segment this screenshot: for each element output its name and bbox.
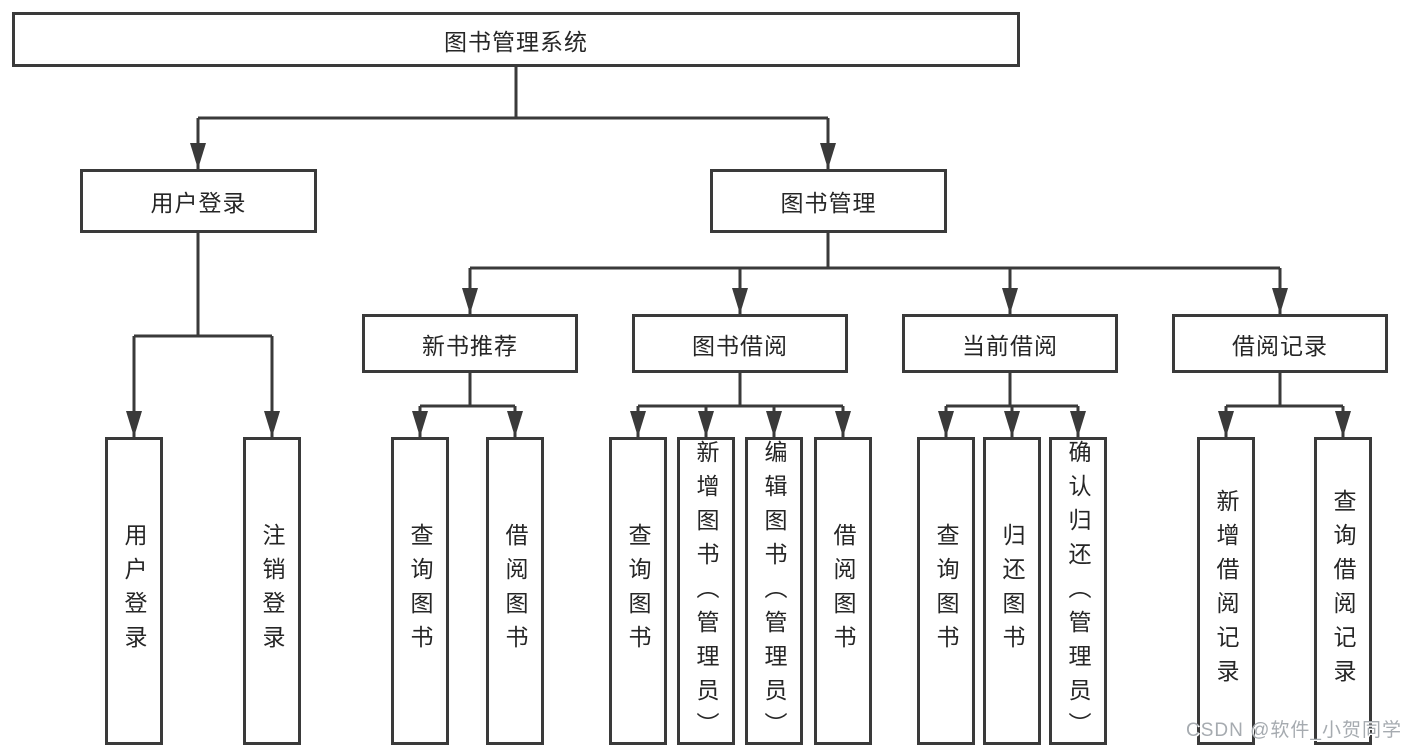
leaf-edit-books-admin: 编辑图书（管理员）	[745, 437, 803, 746]
connector-user-login-branch	[126, 233, 280, 437]
connector-book-management-branch	[462, 233, 1288, 314]
csdn-watermark: CSDN @软件_小贺同学	[1186, 720, 1402, 741]
leaf-borrow-books: 借阅图书	[814, 437, 872, 745]
leaf-user-login: 用户登录	[105, 437, 163, 745]
leaf-logout: 注销登录	[243, 437, 301, 745]
node-book-borrowing: 图书借阅	[632, 314, 848, 373]
connector-root-branch	[190, 67, 836, 169]
leaf-query-books: 查询图书	[391, 437, 449, 745]
node-user-login: 用户登录	[80, 169, 317, 233]
node-library-management-system: 图书管理系统	[12, 12, 1020, 67]
leaf-add-borrow-record: 新增借阅记录	[1197, 437, 1255, 745]
connector-borrow-records-branch	[1218, 373, 1351, 437]
node-book-management: 图书管理	[710, 169, 947, 233]
node-borrowing-records: 借阅记录	[1172, 314, 1388, 373]
leaf-query-borrow-record: 查询借阅记录	[1314, 437, 1372, 745]
leaf-query-books: 查询图书	[609, 437, 667, 745]
connector-book-borrow-branch	[630, 373, 851, 437]
leaf-query-books: 查询图书	[917, 437, 975, 745]
leaf-confirm-return-admin: 确认归还（管理员）	[1049, 437, 1107, 746]
leaf-add-books-admin: 新增图书（管理员）	[677, 437, 735, 746]
leaf-return-books: 归还图书	[983, 437, 1041, 745]
leaf-borrow-books: 借阅图书	[486, 437, 544, 745]
connector-new-book-branch	[412, 373, 523, 437]
node-new-book-recommendation: 新书推荐	[362, 314, 578, 373]
node-current-borrowing: 当前借阅	[902, 314, 1118, 373]
connector-current-borrow-branch	[938, 373, 1086, 437]
